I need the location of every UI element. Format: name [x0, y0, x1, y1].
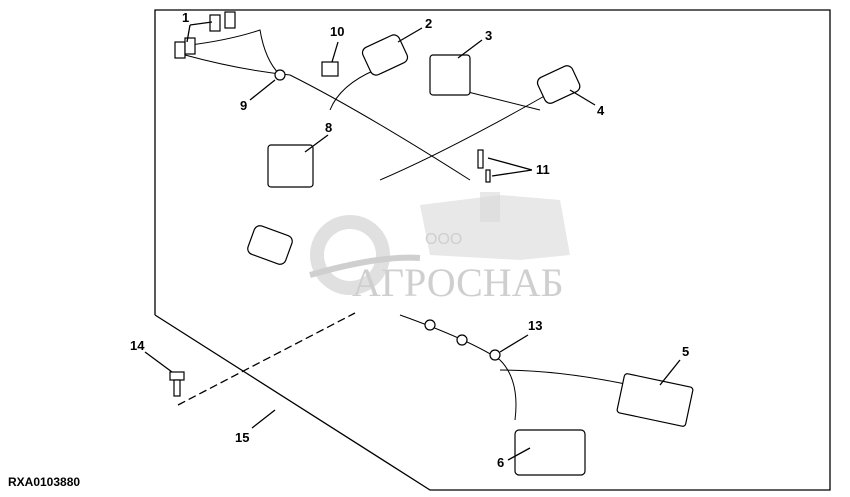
clip-9 [274, 69, 286, 81]
callout-14: 14 [130, 338, 145, 353]
screw-14 [169, 371, 185, 397]
callout-11: 11 [536, 162, 550, 177]
watermark-prefix: ООО [425, 231, 462, 248]
connector-5 [616, 373, 694, 427]
callout-9: 9 [240, 98, 247, 113]
clips-13 [424, 319, 501, 361]
callout-6: 6 [497, 455, 504, 470]
connector-6 [514, 429, 586, 476]
connector-7 [247, 225, 293, 265]
callout-10: 10 [330, 24, 344, 39]
callout-2: 2 [425, 16, 432, 31]
callout-8: 8 [325, 120, 332, 135]
clip-10 [321, 61, 339, 77]
watermark-logo: ООО АГРОСНАБ [309, 192, 570, 305]
callout-4: 4 [597, 103, 605, 118]
callout-3: 3 [485, 28, 492, 43]
callout-5: 5 [682, 344, 689, 359]
pins-11 [477, 149, 491, 183]
watermark-name: АГРОСНАБ [352, 260, 564, 305]
connector-4 [536, 65, 581, 104]
connector-2 [361, 34, 409, 76]
callout-15: 15 [235, 430, 249, 445]
connector-3 [429, 54, 471, 96]
frame-outline [154, 9, 831, 491]
connector-1 [174, 11, 236, 59]
figure-code: RXA0103880 [8, 475, 81, 489]
callout-1: 1 [182, 10, 189, 25]
callout-13: 13 [528, 318, 542, 333]
connector-8 [267, 144, 314, 188]
